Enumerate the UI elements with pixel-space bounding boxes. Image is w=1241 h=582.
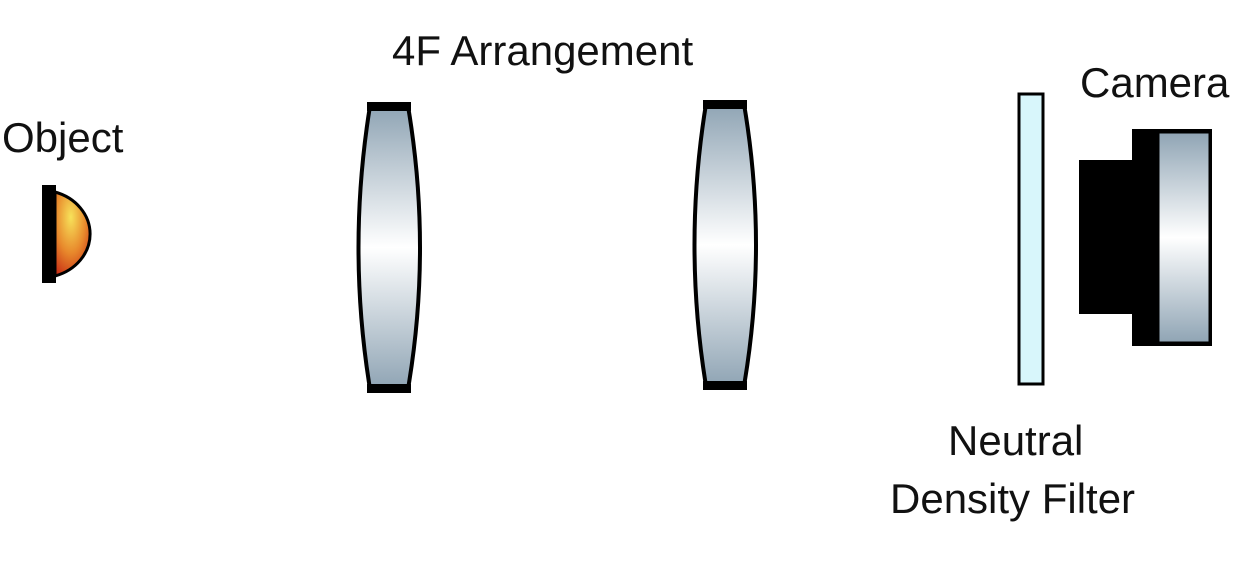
camera-lens-mount [1079,160,1135,314]
lens-1-top-cap [367,102,411,111]
filter-label-line2: Density Filter [890,475,1135,522]
filter-label-line1: Neutral [948,417,1083,464]
object-mount [42,185,56,283]
biconvex-lens-icon [692,102,758,388]
lens-2-top-cap [703,100,747,109]
arrangement-label: 4F Arrangement [392,27,693,74]
camera-icon [1156,130,1212,345]
hemisphere-source-icon [53,190,92,278]
camera [1079,129,1212,346]
object-label: Object [2,114,124,161]
lens-2 [692,100,758,390]
filter-plate-icon [1017,92,1045,386]
biconvex-lens-icon [356,104,422,391]
camera-label: Camera [1080,59,1230,106]
lens-1-bottom-cap [367,384,411,393]
object-source [42,185,92,283]
lens-2-bottom-cap [703,381,747,390]
lens-1 [356,102,422,393]
